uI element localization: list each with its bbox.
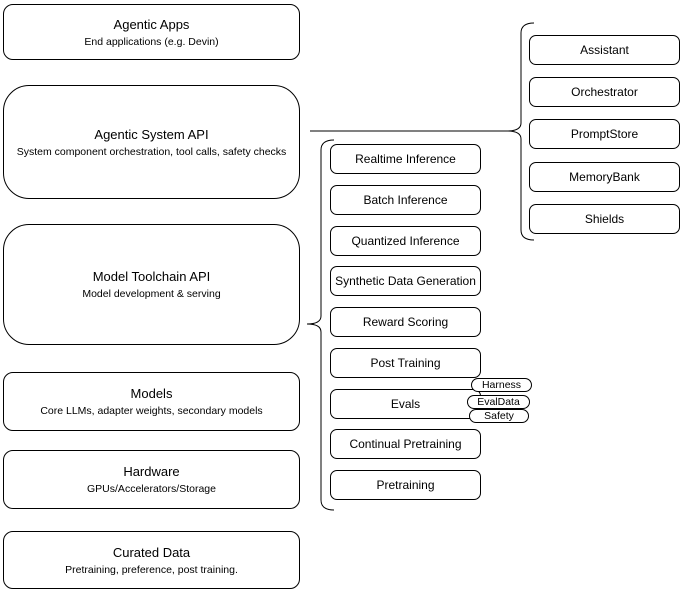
layer-title: Agentic System API [94, 126, 209, 142]
tag-label: Harness [481, 378, 522, 391]
layer-agentic-apps: Agentic Apps End applications (e.g. Devi… [3, 4, 300, 60]
node-label: Orchestrator [571, 85, 638, 99]
layer-subtitle: Model development & serving [82, 288, 221, 300]
system-node-assistant: Assistant [529, 35, 680, 65]
layer-hardware: Hardware GPUs/Accelerators/Storage [3, 450, 300, 509]
toolchain-node-realtime-inference: Realtime Inference [330, 144, 481, 174]
toolchain-node-quantized-inference: Quantized Inference [330, 226, 481, 256]
toolchain-node-evals: Evals [330, 389, 481, 419]
layer-title: Curated Data [112, 544, 191, 560]
node-label: PromptStore [570, 127, 639, 141]
node-label: Evals [390, 397, 421, 411]
layer-model-toolchain-api: Model Toolchain API Model development & … [3, 224, 300, 345]
layer-models: Models Core LLMs, adapter weights, secon… [3, 372, 300, 431]
toolchain-node-synthetic-data-generation: Synthetic Data Generation [330, 266, 481, 296]
toolchain-node-post-training: Post Training [330, 348, 481, 378]
node-label: Batch Inference [363, 193, 448, 207]
toolchain-group-brace [306, 139, 335, 511]
system-node-memorybank: MemoryBank [529, 162, 680, 192]
toolchain-node-continual-pretraining: Continual Pretraining [330, 429, 481, 459]
layer-subtitle: Pretraining, preference, post training. [65, 563, 238, 576]
toolchain-node-batch-inference: Batch Inference [330, 185, 481, 215]
layer-title: Models [130, 386, 173, 401]
toolchain-node-reward-scoring: Reward Scoring [330, 307, 481, 337]
node-label: Post Training [370, 356, 441, 370]
tag-label: Safety [484, 409, 514, 422]
layer-subtitle: End applications (e.g. Devin) [84, 35, 219, 48]
layer-agentic-system-api: Agentic System API System component orch… [3, 85, 300, 199]
layer-subtitle: System component orchestration, tool cal… [16, 145, 287, 158]
node-label: Realtime Inference [355, 152, 456, 166]
eval-tag-safety: Safety [469, 409, 529, 423]
node-label: Shields [584, 212, 625, 226]
layer-title: Agentic Apps [113, 16, 190, 32]
node-label: MemoryBank [569, 170, 640, 184]
system-node-orchestrator: Orchestrator [529, 77, 680, 107]
node-label: Continual Pretraining [349, 437, 462, 451]
layer-subtitle: Core LLMs, adapter weights, secondary mo… [40, 405, 263, 417]
system-group-brace [506, 22, 535, 241]
layer-title: Hardware [123, 464, 180, 479]
layer-subtitle: GPUs/Accelerators/Storage [87, 483, 216, 495]
node-label: Reward Scoring [362, 315, 449, 329]
eval-tag-evaldata: EvalData [467, 395, 530, 409]
node-label: Assistant [580, 43, 629, 57]
system-node-shields: Shields [529, 204, 680, 234]
system-node-promptstore: PromptStore [529, 119, 680, 149]
eval-tag-harness: Harness [471, 378, 532, 392]
node-label: Pretraining [376, 478, 435, 492]
layer-curated-data: Curated Data Pretraining, preference, po… [3, 531, 300, 589]
node-label: Synthetic Data Generation [335, 274, 476, 288]
tag-label: EvalData [477, 395, 520, 408]
toolchain-node-pretraining: Pretraining [330, 470, 481, 500]
layer-title: Model Toolchain API [92, 269, 211, 284]
node-label: Quantized Inference [351, 234, 460, 248]
